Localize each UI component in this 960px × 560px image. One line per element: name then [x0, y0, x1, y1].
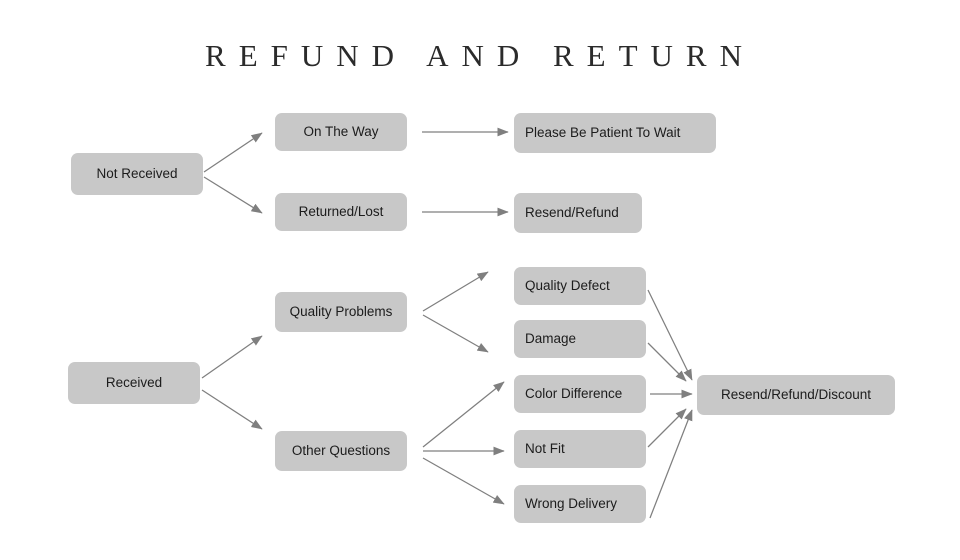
node-label: Quality Problems: [289, 304, 393, 320]
node-damage[interactable]: Damage: [514, 320, 646, 358]
edge-other_questions-to-wrong_delivery: [422, 457, 505, 505]
node-on_the_way[interactable]: On The Way: [275, 113, 407, 151]
node-label: Wrong Delivery: [525, 496, 618, 512]
node-label: Quality Defect: [525, 278, 610, 294]
node-color_difference[interactable]: Color Difference: [514, 375, 646, 413]
node-other_questions[interactable]: Other Questions: [275, 431, 407, 471]
edge-received-to-quality_problems: [201, 335, 263, 379]
edge-damage-to-resend_refund_discount: [647, 342, 687, 382]
node-received[interactable]: Received: [68, 362, 200, 404]
node-label: Color Difference: [525, 386, 623, 402]
edge-received-to-other_questions: [201, 389, 263, 430]
node-label: Other Questions: [291, 443, 391, 459]
node-label: Please Be Patient To Wait: [525, 125, 681, 141]
node-label: Damage: [525, 331, 577, 347]
node-quality_defect[interactable]: Quality Defect: [514, 267, 646, 305]
edge-other_questions-to-color_difference: [422, 381, 505, 448]
edge-wrong_delivery-to-resend_refund_discount: [649, 409, 693, 519]
node-label: Resend/Refund/Discount: [720, 387, 872, 403]
edge-not_received-to-on_the_way: [203, 132, 263, 173]
node-label: Returned/Lost: [298, 204, 384, 220]
node-label: On The Way: [303, 124, 379, 140]
edge-quality_problems-to-damage: [422, 314, 489, 353]
node-resend_refund_discount[interactable]: Resend/Refund/Discount: [697, 375, 895, 415]
node-label: Resend/Refund: [525, 205, 619, 221]
node-quality_problems[interactable]: Quality Problems: [275, 292, 407, 332]
node-label: Received: [105, 375, 163, 391]
edge-quality_defect-to-resend_refund_discount: [647, 289, 693, 381]
node-label: Not Fit: [525, 441, 565, 457]
node-wrong_delivery[interactable]: Wrong Delivery: [514, 485, 646, 523]
edge-not_fit-to-resend_refund_discount: [647, 408, 687, 448]
node-not_received[interactable]: Not Received: [71, 153, 203, 195]
node-resend_refund[interactable]: Resend/Refund: [514, 193, 642, 233]
node-label: Not Received: [96, 166, 178, 182]
node-please_wait[interactable]: Please Be Patient To Wait: [514, 113, 716, 153]
node-returned_lost[interactable]: Returned/Lost: [275, 193, 407, 231]
node-not_fit[interactable]: Not Fit: [514, 430, 646, 468]
page-title: REFUND AND RETURN: [205, 38, 755, 73]
edge-not_received-to-returned_lost: [203, 176, 263, 214]
edge-quality_problems-to-quality_defect: [422, 271, 489, 312]
